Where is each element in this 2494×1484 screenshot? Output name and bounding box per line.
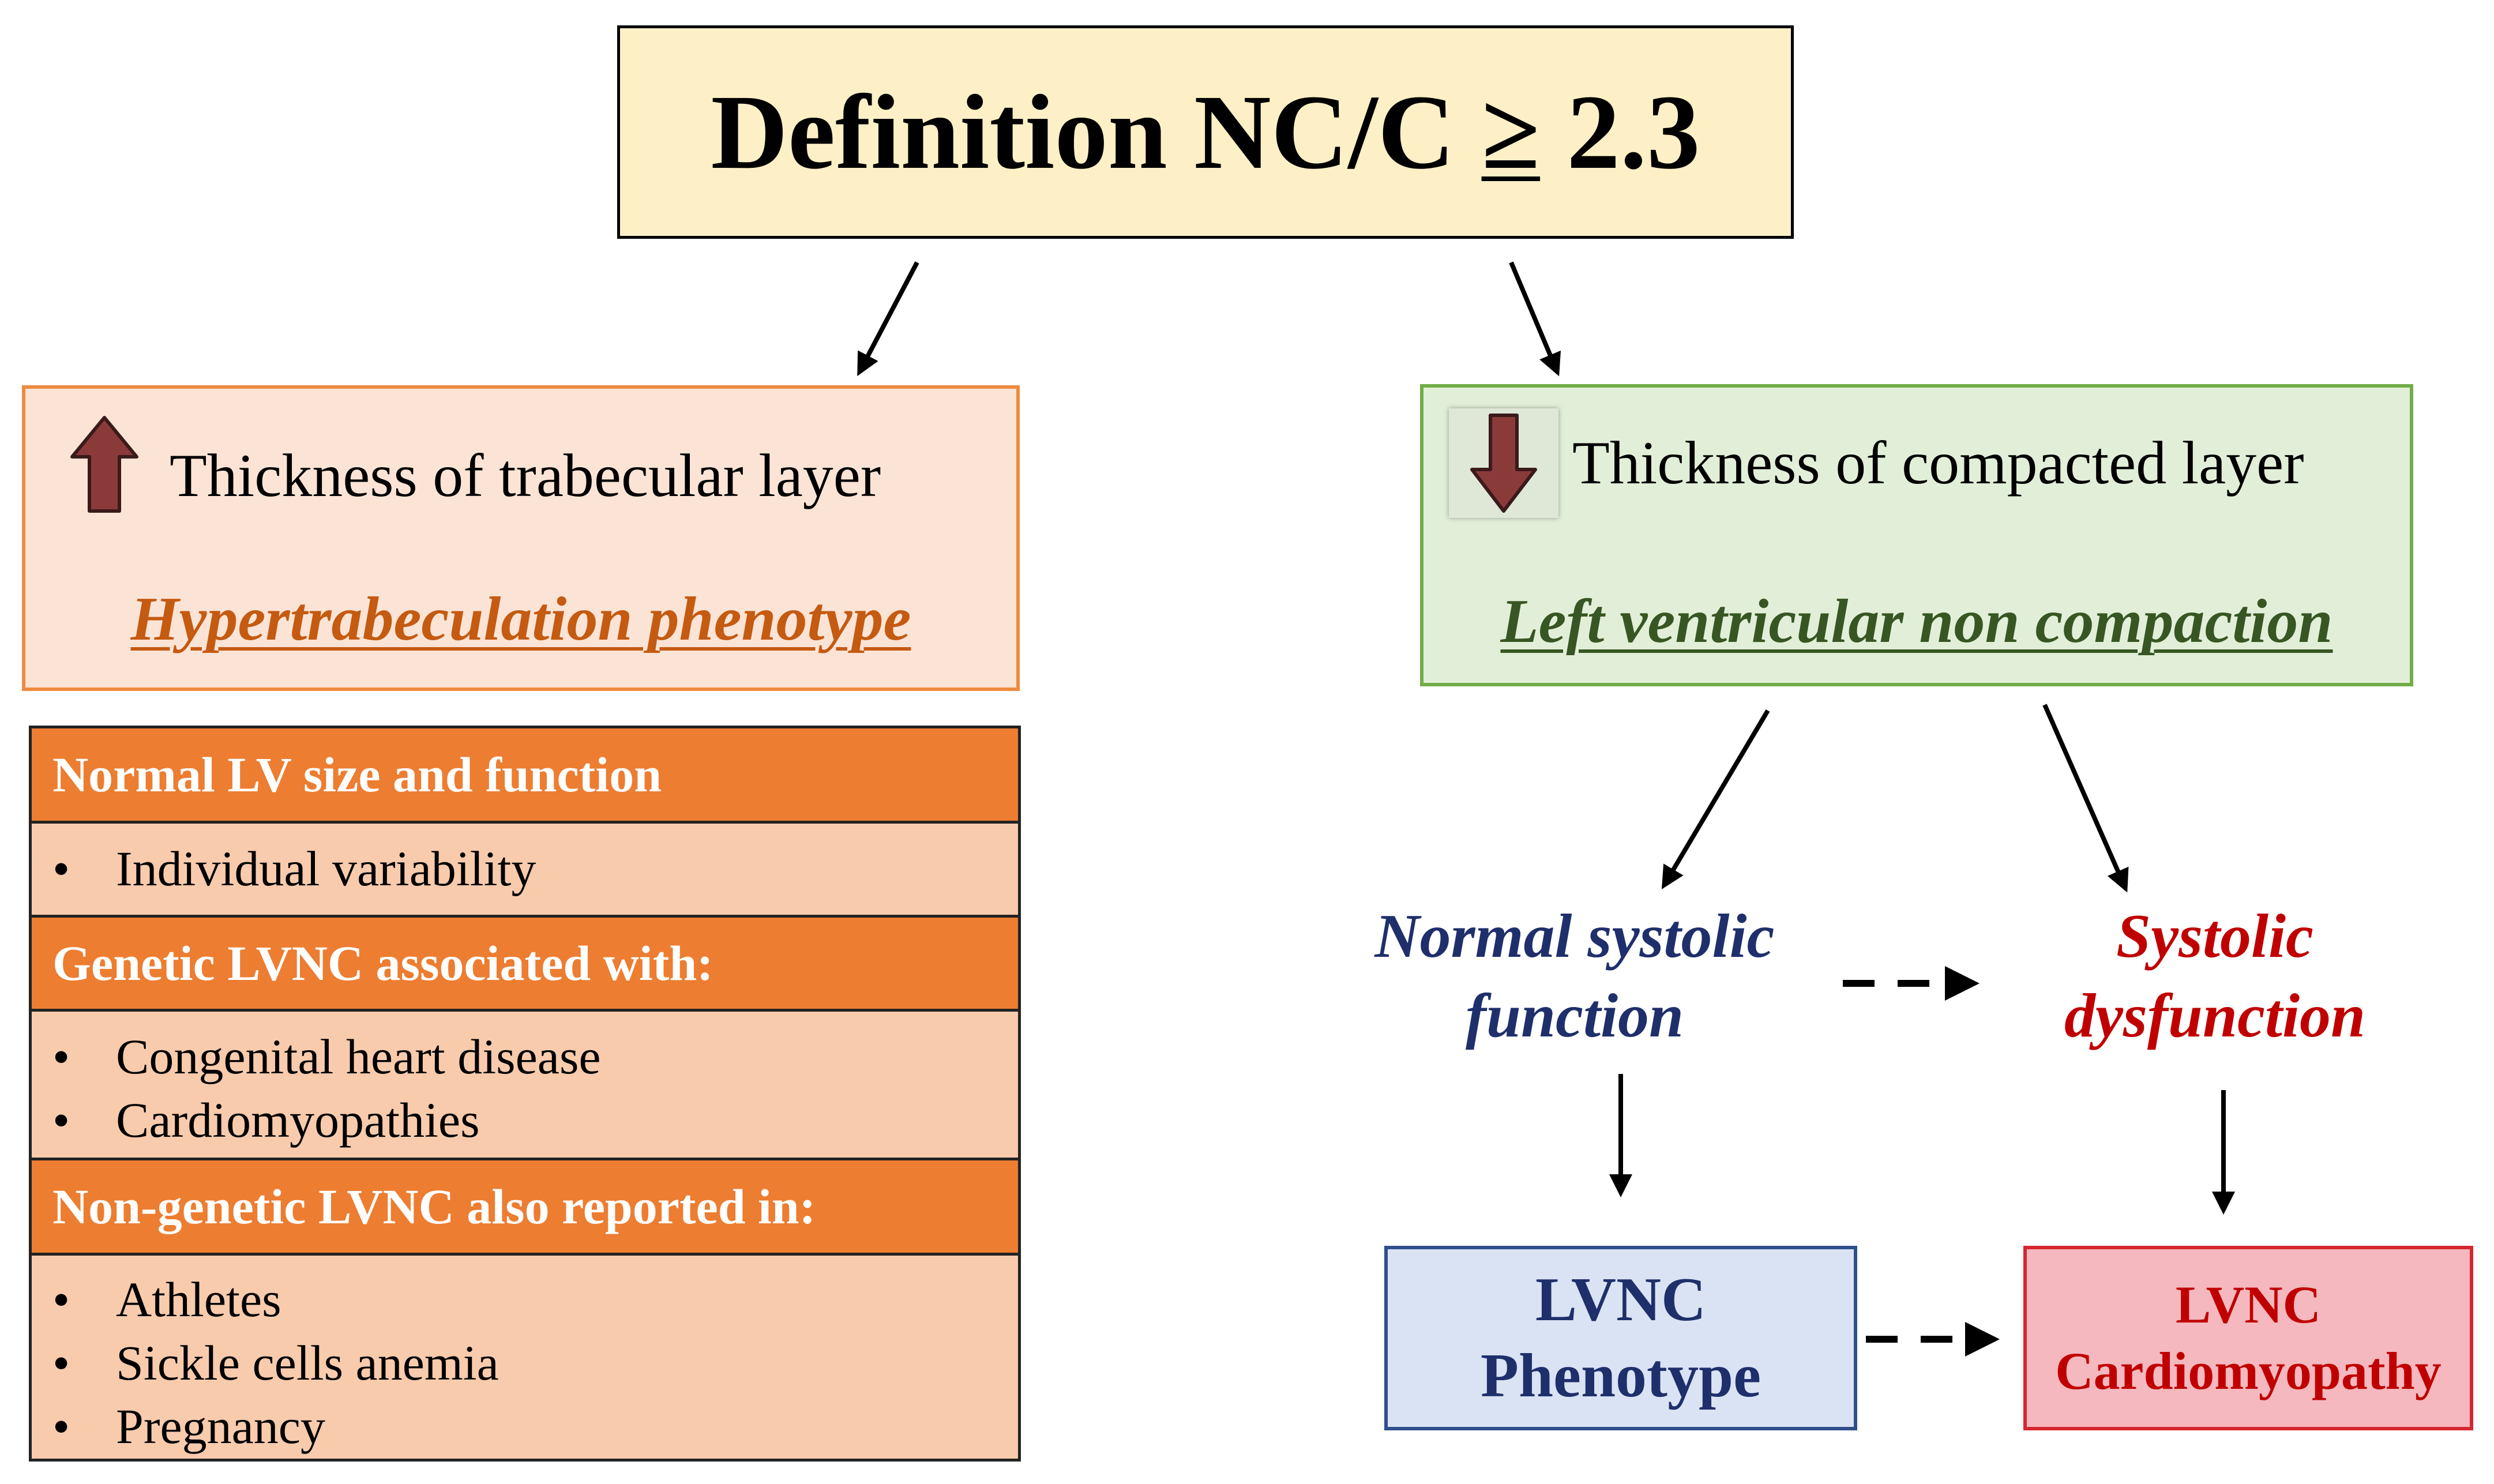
lvnc-cardiomyopathy-box: LVNC Cardiomyopathy [2023, 1246, 2473, 1430]
arrow-right-to-dysfunction [2042, 704, 2129, 893]
arrow-def-to-right [1509, 261, 1561, 377]
list-item: •Pregnancy [52, 1399, 325, 1454]
arrow-def-to-left [857, 261, 919, 377]
down-arrow-icon [1470, 414, 1537, 513]
list-item: •Athletes [52, 1272, 281, 1327]
arrow-right-to-normal [1661, 709, 1770, 889]
greater-equal-symbol: ≥ [1481, 73, 1541, 191]
compacted-thickness-text: Thickness of compacted layer [1572, 429, 2304, 497]
table-body-genetic: •Congenital heart disease •Cardiomyopath… [32, 1012, 1018, 1158]
table-header-normal-lv: Normal LV size and function [32, 728, 1018, 821]
table-body-non-genetic: •Athletes •Sickle cells anemia •Pregnanc… [32, 1256, 1018, 1459]
up-arrow-icon [70, 416, 138, 513]
list-item: •Sickle cells anemia [52, 1335, 499, 1391]
definition-text: Definition NC/C ≥ 2.3 [711, 73, 1700, 191]
lvnc-phenotype-box: LVNC Phenotype [1384, 1246, 1857, 1430]
hypertrabeculation-box: Thickness of trabecular layer Hypertrabe… [22, 385, 1020, 691]
list-item: •Individual variability [52, 841, 536, 896]
table-header-genetic: Genetic LVNC associated with: [32, 918, 1018, 1009]
list-item: •Cardiomyopathies [52, 1092, 480, 1148]
down-arrow-frame [1449, 408, 1558, 518]
lvnc-box: Thickness of compacted layer Left ventri… [1420, 384, 2413, 686]
table-body-normal-lv: •Individual variability [32, 824, 1018, 915]
trabecular-thickness-text: Thickness of trabecular layer [170, 442, 881, 509]
associations-table: Normal LV size and function •Individual … [29, 726, 1021, 1462]
definition-box: Definition NC/C ≥ 2.3 [617, 25, 1794, 239]
normal-systolic-label: Normal systolic function [1374, 902, 1775, 1051]
hypertrabeculation-label: Hypertrabeculation phenotype [130, 585, 911, 653]
list-item: •Congenital heart disease [52, 1029, 601, 1084]
lvnc-label: Left ventricular non compaction [1500, 587, 2333, 656]
table-header-non-genetic: Non-genetic LVNC also reported in: [32, 1160, 1018, 1253]
systolic-dysfunction-label: Systolic dysfunction [2064, 902, 2366, 1051]
